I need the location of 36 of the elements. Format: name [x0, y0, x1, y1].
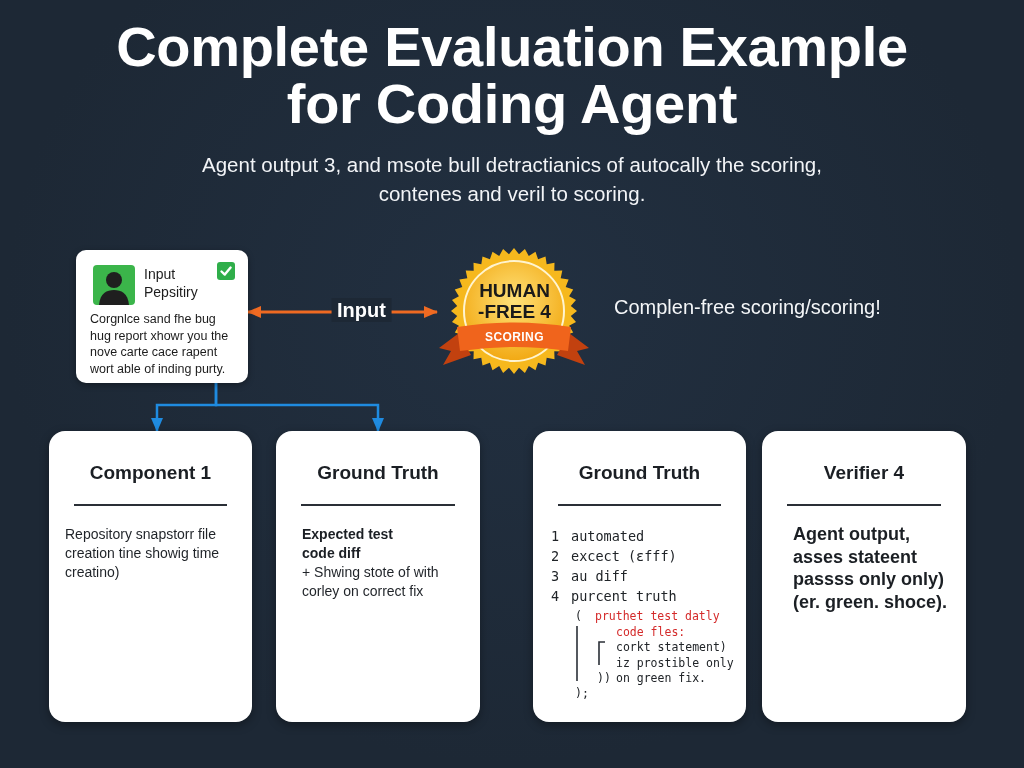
code-line: automated: [571, 527, 645, 545]
card-subheading: Expected test code diff: [302, 525, 395, 563]
card-heading: Ground Truth: [578, 461, 701, 485]
input-card: [76, 250, 248, 383]
info-card: [762, 431, 966, 722]
card-heading: Component 1: [89, 461, 212, 485]
info-card: [276, 431, 480, 722]
ribbon-text: SCORING: [485, 330, 544, 344]
line-number: 3: [551, 567, 560, 585]
info-card: [49, 431, 252, 722]
card-description: Agent output, asses stateent passss only only) (er. green. shoce).: [793, 523, 949, 613]
line-number: 1: [551, 527, 560, 545]
highlighted-code: pruthet test datly code fles:: [595, 608, 721, 640]
code-bracket: (: [575, 608, 582, 624]
code-line: purcent truth: [571, 587, 677, 605]
card-heading: Ground Truth: [317, 461, 439, 485]
code-line: iz prostible only: [616, 655, 734, 671]
edge-label: Input: [331, 298, 392, 322]
card-heading: Input Pepsitiry: [144, 265, 199, 301]
arrow: [214, 383, 384, 432]
code-bracket: )): [597, 670, 611, 686]
card-description: Repository snapstorr file creation tine showig time creatino): [65, 525, 221, 582]
badge-title: HUMAN -FREE 4: [477, 280, 552, 322]
tagline-text: Complen-free scoring/scoring!: [614, 295, 881, 320]
card-heading: Verifier 4: [823, 461, 905, 485]
info-card: [533, 431, 746, 722]
code-bracket: );: [575, 685, 589, 701]
card-description: Corgnlce sand fhe bug hug report xhowr you the nove carte cace rapent wort able of inding purty.: [90, 311, 230, 377]
line-number: 2: [551, 547, 560, 565]
code-line: corkt statement): [616, 639, 727, 655]
code-line: on green fix.: [616, 670, 706, 686]
code-line: excect (ɛfff): [571, 547, 677, 565]
line-number: 4: [551, 587, 560, 605]
code-line: au diff: [571, 567, 628, 585]
card-description: + Shwing stote of with corley on correct fix: [302, 563, 440, 601]
subtitle: Agent output 3, and msote bull detractianics of autocally the scoring, contenes and veril to scoring.: [201, 152, 823, 207]
